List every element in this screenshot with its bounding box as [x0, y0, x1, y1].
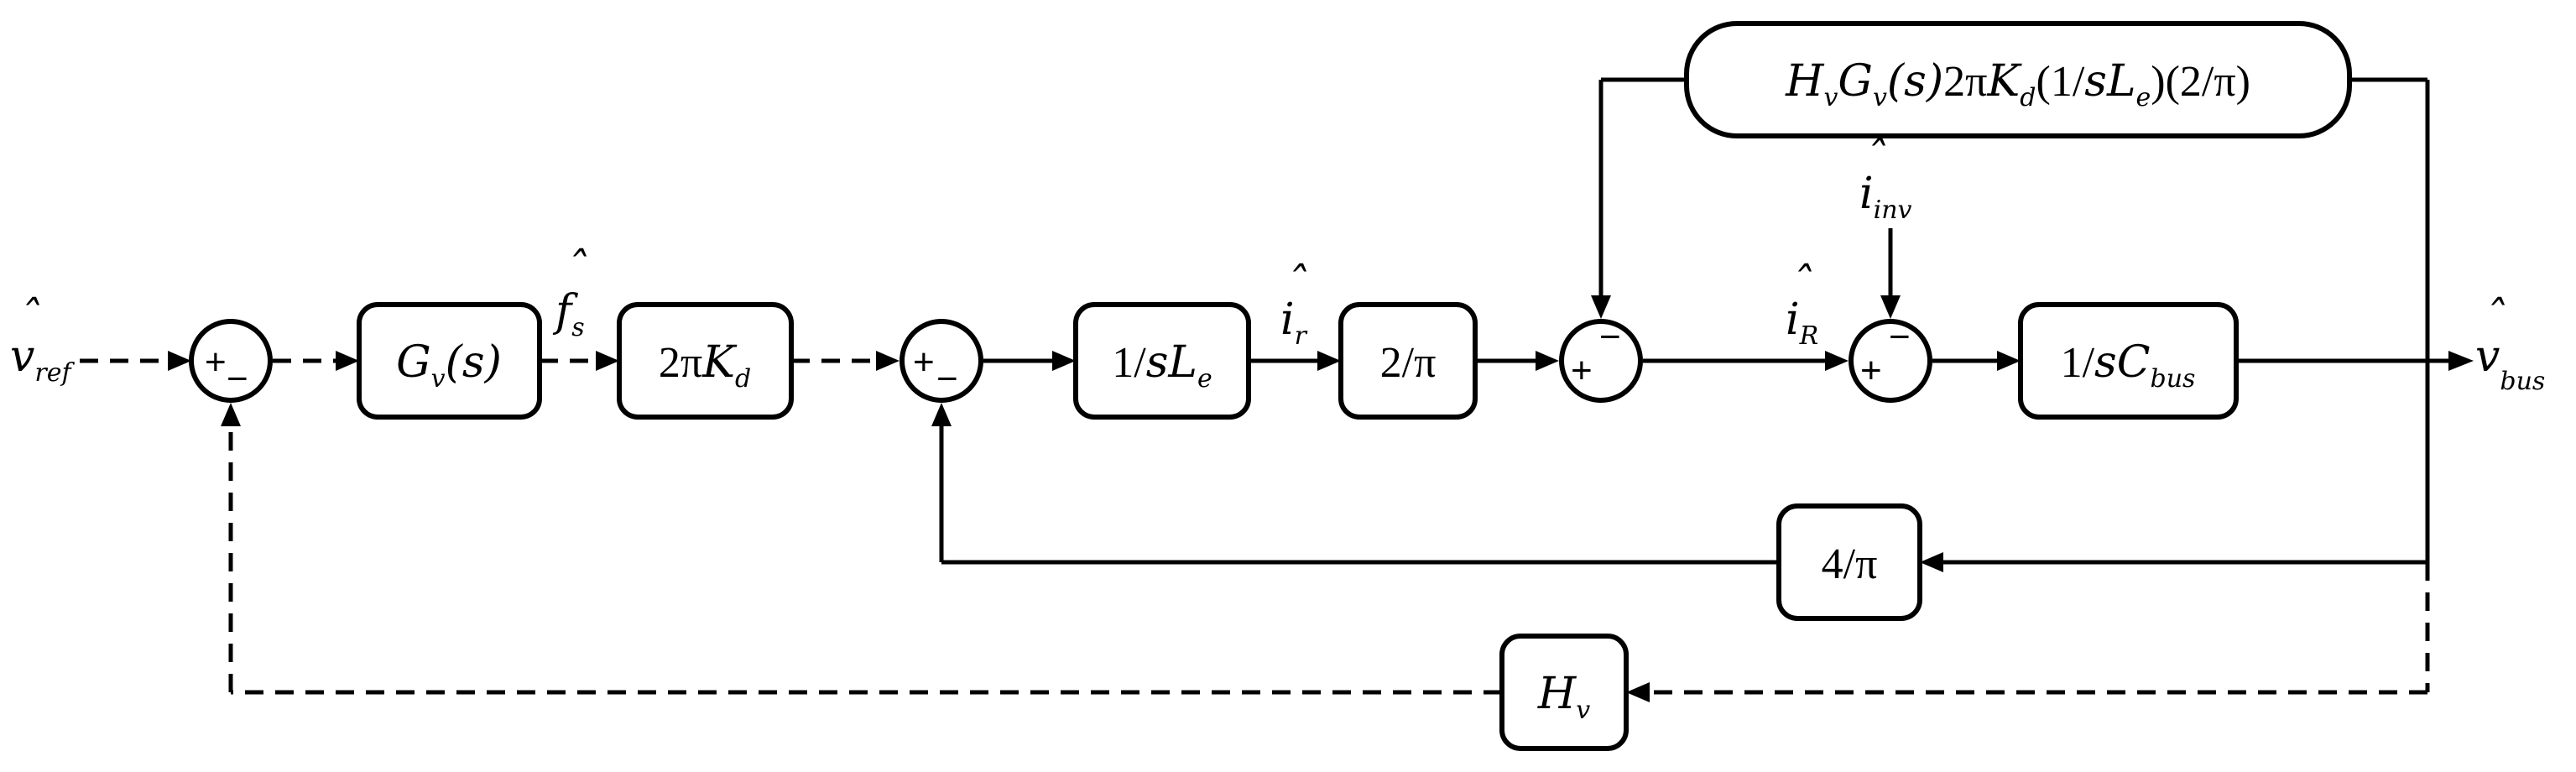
block-top-label: HvGv(s)2πKd(1/sLe)(2/π)	[1785, 56, 2250, 112]
arrow-output	[2448, 351, 2474, 371]
signal-vbus: ˆ vbus	[2475, 293, 2545, 396]
fs-label: fs	[552, 286, 585, 342]
iinv-hat: ˆ	[1864, 133, 1886, 184]
arrow-into-sum3	[1536, 351, 1559, 371]
ir-hat: ˆ	[1285, 259, 1307, 310]
block-kd: 2πKd	[617, 302, 794, 420]
block-kd-label: 2πKd	[659, 337, 751, 394]
arrow-iinv-into-sum4	[1880, 295, 1901, 319]
sum1-plus: +	[205, 342, 227, 383]
arrow-into-sum1-bottom	[221, 403, 241, 426]
arrow-into-sum4	[1825, 351, 1849, 371]
sum-junction-3: + −	[1559, 316, 1643, 403]
arrow-into-fourpi	[1920, 552, 1943, 572]
sum-junction-4: + −	[1849, 316, 1932, 403]
iinv-label: iinv	[1859, 169, 1912, 225]
sum-junction-2: + −	[900, 319, 983, 403]
sum2-plus: +	[913, 342, 935, 383]
block-cbus: 1/sCbus	[2018, 302, 2239, 420]
arrow-into-sum2	[876, 351, 900, 371]
signal-ir: ˆ ir	[1280, 259, 1308, 351]
connections	[80, 77, 2474, 702]
sum3-plus: +	[1571, 350, 1593, 391]
iR-hat: ˆ	[1791, 259, 1812, 310]
sum-junction-1: + −	[189, 319, 273, 403]
arrow-into-kd	[596, 351, 619, 371]
arrow-into-sum2-bottom	[931, 403, 952, 426]
block-top-feedforward: HvGv(s)2πKd(1/sLe)(2/π)	[1684, 21, 2352, 138]
block-hv: Hv	[1499, 634, 1629, 751]
signal-iinv: ˆ iinv	[1859, 133, 1912, 225]
block-cbus-label: 1/sCbus	[2061, 337, 2196, 394]
block-twopi: 2/π	[1338, 302, 1478, 420]
block-gv-label: Gv(s)	[396, 337, 502, 394]
block-le: 1/sLe	[1073, 302, 1251, 420]
fs-hat: ˆ	[566, 244, 587, 295]
block-le-label: 1/sLe	[1112, 337, 1212, 394]
block-hv-label: Hv	[1537, 669, 1590, 725]
ir-label: ir	[1280, 295, 1308, 351]
arrow-into-twopi	[1317, 351, 1341, 371]
block-fourpi-label: 4/π	[1822, 540, 1878, 588]
vref-hat: ˆ	[18, 293, 40, 343]
arrow-into-gv	[336, 351, 359, 371]
block-gv: Gv(s)	[357, 302, 542, 420]
arrow-into-sum1	[168, 351, 191, 371]
vbus-label: vbus	[2475, 331, 2545, 396]
vbus-hat: ˆ	[2484, 293, 2506, 343]
block-twopi-label: 2/π	[1380, 339, 1437, 387]
sum3-minus: −	[1599, 316, 1621, 357]
arrow-into-cbus	[1997, 351, 2021, 371]
arrow-into-hv	[1626, 682, 1650, 702]
block-fourpi: 4/π	[1776, 503, 1922, 621]
signal-iR: ˆ iR	[1786, 259, 1818, 351]
sum2-minus: −	[936, 358, 958, 399]
signal-vref: ˆ vref	[10, 293, 75, 388]
sum1-minus: −	[227, 358, 248, 399]
sum4-plus: +	[1860, 350, 1882, 391]
arrow-into-sum3-top	[1591, 295, 1611, 319]
arrow-into-le	[1052, 351, 1076, 371]
iR-label: iR	[1786, 295, 1818, 351]
signal-fs: ˆ fs	[552, 244, 587, 342]
sum4-minus: −	[1889, 316, 1911, 357]
vref-label: vref	[10, 331, 75, 388]
